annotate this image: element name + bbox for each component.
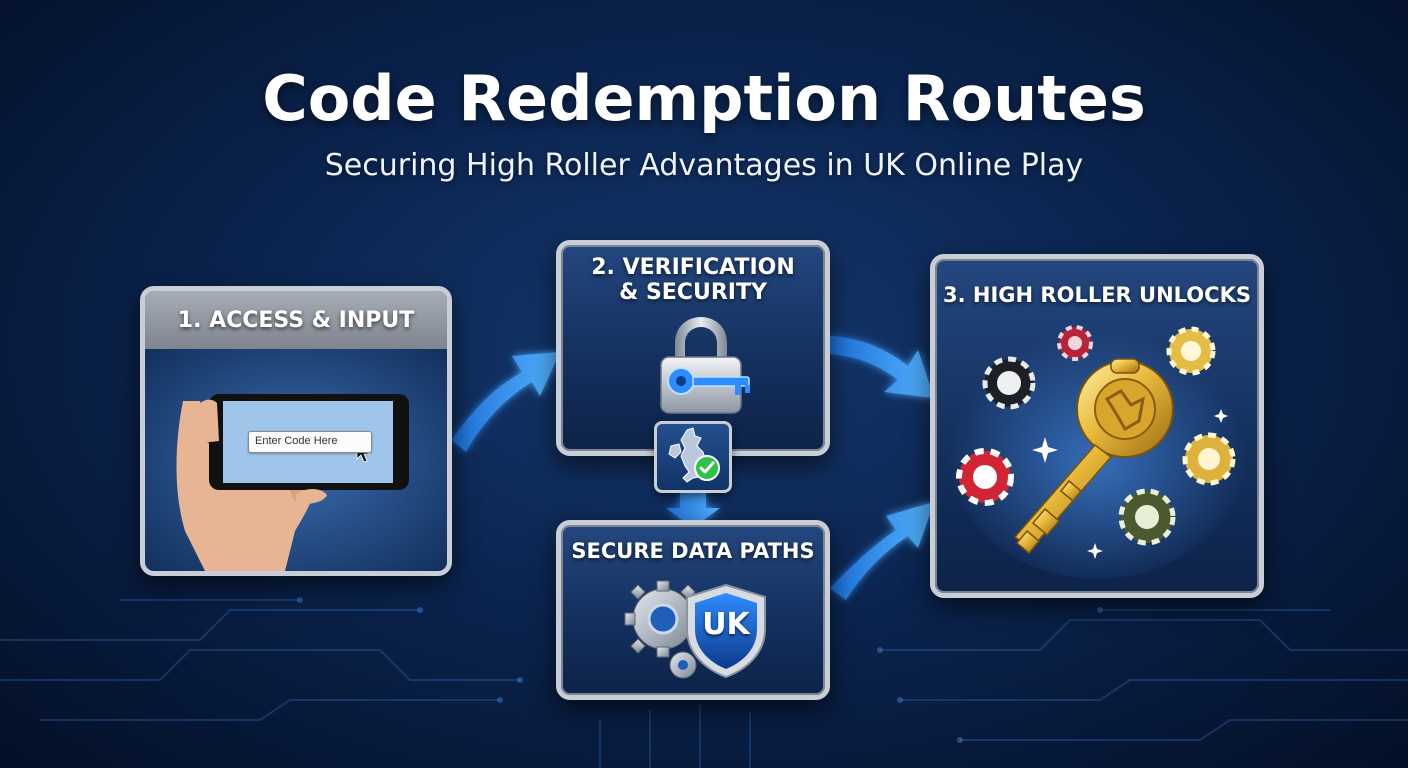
step-verification-label-2: & SECURITY <box>619 280 767 305</box>
code-input[interactable]: Enter Code Here <box>248 431 372 453</box>
step-high-roller-unlocks: 3. HIGH ROLLER UNLOCKS <box>930 254 1264 598</box>
step-access-header: 1. ACCESS & INPUT <box>145 291 447 349</box>
arrow-step1-to-step2 <box>452 352 560 452</box>
step-secure-data-paths: SECURE DATA PATHS UK <box>556 520 830 700</box>
casino-chip-icon <box>956 325 1236 546</box>
step-access-input: 1. ACCESS & INPUT Enter Code Here <box>140 286 452 576</box>
page-subtitle: Securing High Roller Advantages in UK On… <box>324 148 1084 183</box>
shield-text: UK <box>702 607 750 642</box>
arrow-step2-to-step3 <box>830 336 934 398</box>
gears-icon <box>624 580 702 679</box>
hand-phone-icon <box>145 349 447 571</box>
step-access-label: 1. ACCESS & INPUT <box>177 307 415 333</box>
sparkle-icon <box>1032 409 1228 559</box>
arrow-down-to-secure <box>666 493 720 528</box>
step-unlocks-label: 3. HIGH ROLLER UNLOCKS <box>943 283 1251 307</box>
step-secure-label: SECURE DATA PATHS <box>571 539 815 563</box>
step-verification-security: 2. VERIFICATION & SECURITY <box>556 240 830 456</box>
uk-map-badge <box>654 421 732 493</box>
arrow-step4-to-step3 <box>830 502 934 600</box>
step-verification-label-1: 2. VERIFICATION <box>591 255 795 280</box>
padlock-key-icon <box>660 317 750 414</box>
page-title: Code Redemption Routes <box>262 62 1146 135</box>
shield-icon <box>686 583 766 679</box>
uk-map-check-icon <box>668 427 720 483</box>
